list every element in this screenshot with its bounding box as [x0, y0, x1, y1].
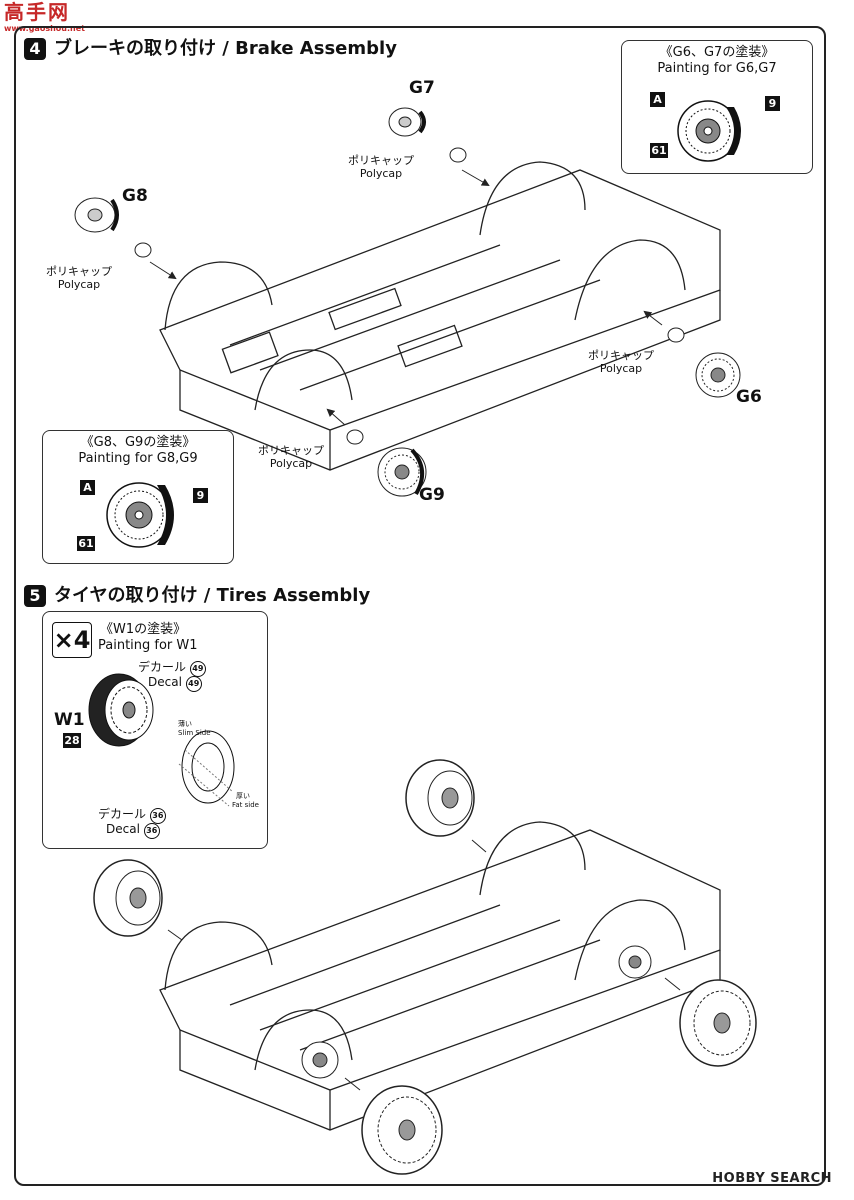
- decal-36-jp: デカール: [98, 807, 147, 821]
- decal-36-label: デカール 36: [98, 807, 166, 824]
- part-label-g6: G6: [736, 387, 762, 407]
- color-code-9: 9: [193, 488, 208, 503]
- decal-36-en: Decal: [106, 822, 140, 836]
- slim-side-jp: 薄い: [178, 720, 192, 728]
- step5-number: 5: [24, 585, 46, 607]
- box-caption-jp: 《G8、G9の塗装》: [80, 435, 196, 450]
- decal-49-number-en: 49: [185, 676, 202, 692]
- decal-49-en: Decal: [148, 675, 182, 689]
- footer-hobby-search: HOBBY SEARCH: [712, 1171, 832, 1186]
- step4-title-text: ブレーキの取り付け / Brake Assembly: [54, 38, 397, 59]
- tire-rear-right: [405, 759, 475, 837]
- polycap-label-g6: ポリキャップ Polycap: [588, 349, 654, 375]
- box-caption-jp: 《G6、G7の塗装》: [659, 45, 775, 60]
- painting-box-g6-g7: 《G6、G7の塗装》 Painting for G6,G7: [621, 40, 813, 174]
- step4-number: 4: [24, 38, 46, 60]
- step5-title: 5 タイヤの取り付け / Tires Assembly: [24, 585, 370, 607]
- w1-caption-en: Painting for W1: [98, 638, 198, 653]
- w1-caption-jp: 《W1の塗装》: [100, 622, 187, 637]
- decal-36-number-en: 36: [143, 823, 160, 839]
- box-caption-en: Painting for G8,G9: [78, 451, 198, 466]
- color-code-61: 61: [77, 536, 95, 551]
- step5-title-text: タイヤの取り付け / Tires Assembly: [54, 585, 371, 606]
- polycap-en: Polycap: [599, 362, 643, 375]
- decal-49-label-en: Decal 49: [148, 675, 202, 692]
- polycap-jp: ポリキャップ: [46, 265, 112, 278]
- tire-rear-left: [93, 859, 163, 937]
- decal-49-jp: デカール: [138, 660, 187, 674]
- brake-disc-g6-diagram: [677, 100, 741, 162]
- decal-36-label-en: Decal 36: [106, 822, 160, 839]
- color-code-a: A: [650, 92, 665, 107]
- box-caption-en: Painting for G6,G7: [657, 61, 777, 76]
- step4-title: 4 ブレーキの取り付け / Brake Assembly: [24, 38, 397, 60]
- fat-side-en: Fat side: [232, 801, 259, 809]
- tire-front-left: [361, 1085, 443, 1175]
- color-code-9: 9: [765, 96, 780, 111]
- watermark-url: www.gaoshou.net: [4, 24, 85, 33]
- polycap-label-g7: ポリキャップ Polycap: [348, 154, 414, 180]
- w1-color-28: 28: [63, 733, 81, 748]
- part-label-g7: G7: [409, 78, 435, 98]
- polycap-jp: ポリキャップ: [588, 349, 654, 362]
- brake-disc-g8-diagram: [106, 482, 174, 548]
- polycap-en: Polycap: [269, 457, 313, 470]
- multiplier-x4: ×4: [52, 622, 92, 658]
- polycap-label-g8: ポリキャップ Polycap: [46, 265, 112, 291]
- polycap-label-g9: ポリキャップ Polycap: [258, 444, 324, 470]
- part-label-w1: W1: [54, 710, 85, 730]
- polycap-jp: ポリキャップ: [258, 444, 324, 457]
- slim-side-en: Slim Side: [178, 729, 211, 737]
- decal-36-number: 36: [149, 808, 166, 824]
- chassis-diagram-step4: [74, 107, 741, 497]
- wheel-w1-diagram: [88, 673, 235, 807]
- fat-side-jp: 厚い: [236, 792, 250, 800]
- color-code-a: A: [80, 480, 95, 495]
- polycap-en: Polycap: [359, 167, 403, 180]
- tire-front-right: [679, 979, 757, 1067]
- watermark-site-name: 高手网: [4, 0, 70, 24]
- polycap-en: Polycap: [57, 278, 101, 291]
- page-frame: [14, 26, 826, 1186]
- part-label-g8: G8: [122, 186, 148, 206]
- color-code-61: 61: [650, 143, 668, 158]
- part-label-g9: G9: [419, 485, 445, 505]
- polycap-jp: ポリキャップ: [348, 154, 414, 167]
